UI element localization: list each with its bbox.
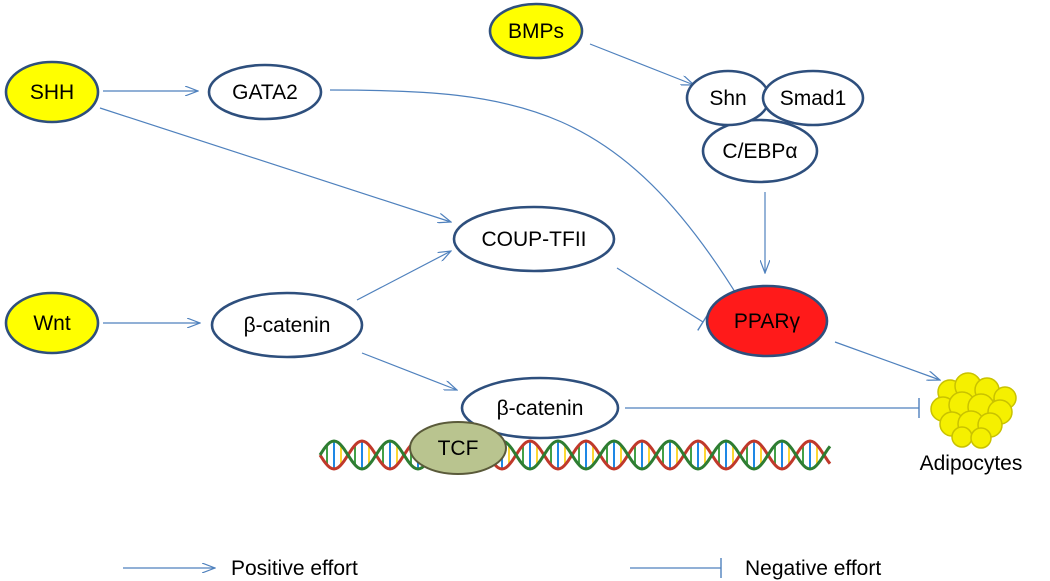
svg-text:BMPs: BMPs <box>508 20 564 43</box>
svg-text:PPARγ: PPARγ <box>734 310 801 333</box>
svg-text:COUP-TFII: COUP-TFII <box>482 228 587 251</box>
svg-text:Wnt: Wnt <box>33 312 71 335</box>
edge-couptfii-pparg <box>616 267 709 331</box>
dna-helix-icon <box>318 439 832 471</box>
node-pparg: PPARγ <box>705 284 829 358</box>
svg-text:SHH: SHH <box>30 81 74 104</box>
edge-bcat-couptfii <box>356 251 451 301</box>
adipocytes-label: Adipocytes <box>920 452 1023 475</box>
svg-text:Shn: Shn <box>709 87 746 110</box>
edge-bmps-shn <box>589 43 694 85</box>
svg-text:β-catenin: β-catenin <box>497 397 584 420</box>
node-tcf: TCF <box>409 421 507 475</box>
node-beta-catenin: β-catenin <box>210 291 364 359</box>
node-gata2: GATA2 <box>207 63 323 121</box>
node-beta-catenin-nuclear: β-catenin <box>460 376 620 440</box>
node-bmps: BMPs <box>488 2 584 60</box>
legend-negative-label: Negative effort <box>745 557 881 580</box>
svg-text:Smad1: Smad1 <box>780 87 847 110</box>
node-shn: Shn <box>685 69 771 127</box>
svg-text:β-catenin: β-catenin <box>244 314 331 337</box>
edge-gata2-pparg <box>329 89 749 306</box>
adipocytes-cluster-icon <box>930 372 1017 449</box>
svg-text:C/EBPα: C/EBPα <box>722 140 797 163</box>
node-smad1: Smad1 <box>761 69 865 127</box>
edge-bcat-bcat2 <box>361 352 457 390</box>
node-couptfii: COUP-TFII <box>452 205 616 273</box>
edge-pparg-adipocytes <box>834 341 940 380</box>
node-cebpa: C/EBPα <box>701 118 819 184</box>
node-shh: SHH <box>4 60 100 124</box>
svg-text:GATA2: GATA2 <box>232 81 298 104</box>
svg-text:TCF: TCF <box>438 437 479 460</box>
legend-positive-label: Positive effort <box>231 557 358 580</box>
node-wnt: Wnt <box>4 291 100 355</box>
edge-shh-couptfii <box>99 107 451 222</box>
